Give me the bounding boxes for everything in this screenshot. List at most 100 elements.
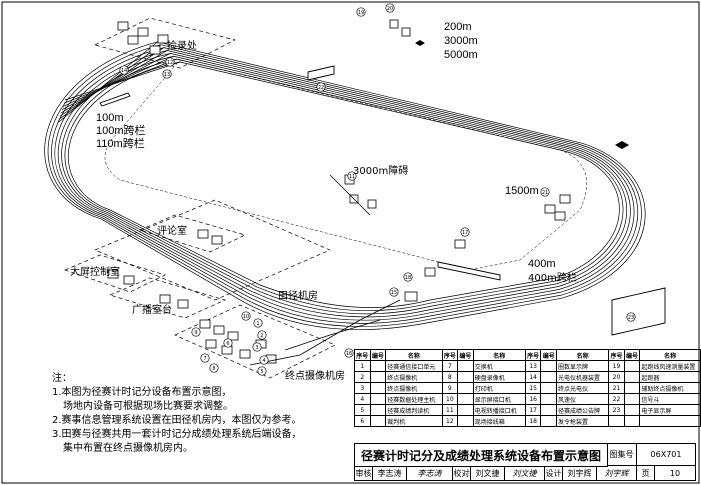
callout-number: 7	[203, 356, 206, 362]
legend-seq: 15	[524, 382, 542, 394]
label-track-machine-room: 田径机房	[278, 291, 318, 302]
legend-seq: 21	[608, 382, 625, 394]
legend-name: 显示屏接口机	[472, 393, 526, 405]
legend-seq: 9	[441, 382, 459, 394]
callout-number: 8	[212, 366, 215, 372]
callout-circle	[460, 227, 470, 237]
legend-name: 径赛成绩公告牌	[556, 404, 610, 416]
legend-name: 光电仪机器装置	[556, 371, 610, 383]
legend-code	[369, 360, 387, 372]
callout-circle	[223, 338, 233, 348]
legend-code	[623, 371, 641, 383]
legend-name: 起跑线风速测量装置	[639, 360, 701, 372]
callout-number: 13	[164, 72, 170, 78]
label-200m: 200m	[444, 21, 472, 33]
legend-seq: 11	[441, 404, 459, 416]
legend-code	[540, 393, 558, 405]
callout-circle	[347, 171, 357, 181]
track-lane-line	[68, 61, 620, 308]
callout-number: 20	[387, 6, 393, 12]
callout-circle	[626, 312, 636, 322]
legend-name: 发令枪装置	[556, 415, 610, 427]
callout-number: 4	[262, 358, 265, 364]
display-boards	[99, 65, 666, 336]
legend-code	[369, 404, 387, 416]
notes-line-3: 2.赛事信息管理系统设置在田径机房内，本图仅为参考。	[52, 415, 302, 426]
legend-header-cell: 名称	[472, 349, 526, 361]
label-3000m: 3000m	[444, 35, 478, 47]
legend-name: 硬盘录像机	[472, 371, 526, 383]
electronic-screen	[611, 287, 666, 336]
room-outlines	[64, 17, 336, 379]
legend-seq: 19	[608, 360, 625, 372]
callout-number: 11	[349, 174, 355, 180]
label-110m-hurdles: 110m跨栏	[96, 138, 145, 150]
broadcast-room-outline	[108, 277, 227, 319]
legend-header-cell: 序号	[524, 349, 542, 361]
callout-number: 19	[358, 10, 364, 16]
legend-seq: 8	[441, 371, 459, 383]
label-broadcast-room: 广播室台	[132, 305, 172, 316]
legend-name: 起跑器	[639, 371, 701, 383]
legend-header-cell: 序号	[608, 349, 625, 361]
commentary-room-outline	[138, 214, 246, 253]
screen-control-room-outline	[64, 254, 166, 293]
callout-number: 23	[628, 315, 634, 321]
straight-lane-line	[58, 41, 158, 123]
callout-number: 22	[318, 85, 324, 91]
legend-code	[457, 393, 474, 405]
direction-markers	[415, 40, 629, 149]
callout-circle	[316, 82, 326, 92]
straight-lane-line	[63, 58, 177, 104]
callout-circle	[252, 342, 262, 352]
scoreboard-top	[307, 65, 335, 81]
notes-block: 注： 1.本图为径赛计时记分设备布置示意图， 场地内设备可根据现场比赛要求调整。…	[52, 372, 302, 456]
track-machine-room-outline	[94, 199, 331, 301]
legend-name: 径赛成绩判读机	[385, 404, 443, 416]
callout-number: 10	[243, 314, 249, 320]
legend-seq: 4	[354, 393, 371, 405]
label-jianlu-chu: 捡录处	[167, 41, 197, 52]
legend-code	[369, 382, 387, 394]
legend-name: 信号斗	[639, 393, 701, 405]
legend-code	[369, 371, 387, 383]
legend-header-cell: 名称	[556, 349, 610, 361]
legend-name: 交换机	[472, 360, 526, 372]
straight-lane-line	[64, 61, 181, 101]
label-1500m: 1500m	[505, 185, 539, 197]
legend-header-cell: 名称	[385, 349, 443, 361]
callout-number: 14	[121, 68, 127, 74]
label-commentary-room: 评论室	[157, 226, 187, 237]
legend-code	[540, 415, 558, 427]
designer-name: 刘宇辉	[563, 466, 597, 481]
cabling	[249, 174, 401, 366]
legend-seq: 6	[354, 415, 371, 427]
track-lane-line	[44, 41, 646, 331]
callout-number: 21	[542, 190, 548, 196]
callout-circle	[162, 69, 172, 79]
legend-code	[623, 382, 641, 394]
callout-number: 1	[256, 321, 259, 327]
track-lane-line	[61, 55, 628, 315]
label-400m: 400m	[528, 258, 556, 270]
page-label: 页	[637, 466, 655, 481]
legend-code	[623, 415, 641, 427]
straight-lane-line	[61, 53, 171, 110]
checker-name: 刘文捷	[471, 466, 505, 481]
track-lane-line	[57, 53, 631, 318]
callout-circle	[259, 355, 269, 365]
infield-boundary	[104, 59, 587, 271]
legend-name: 终点摄像机	[385, 382, 443, 394]
notes-line-4: 3.田赛与径赛共用一套计时记分成绩处理系统后端设备，	[52, 429, 302, 440]
legend-header-cell: 编号	[623, 349, 641, 361]
track-lane-line	[64, 58, 624, 312]
callout-circle	[389, 287, 399, 297]
callout-number: 16	[346, 351, 352, 357]
label-finish-camera-room: 终点摄像机房	[285, 371, 345, 382]
straight-lane-line	[60, 47, 165, 117]
callout-number: 15	[391, 290, 397, 296]
legend-seq: 18	[524, 415, 542, 427]
